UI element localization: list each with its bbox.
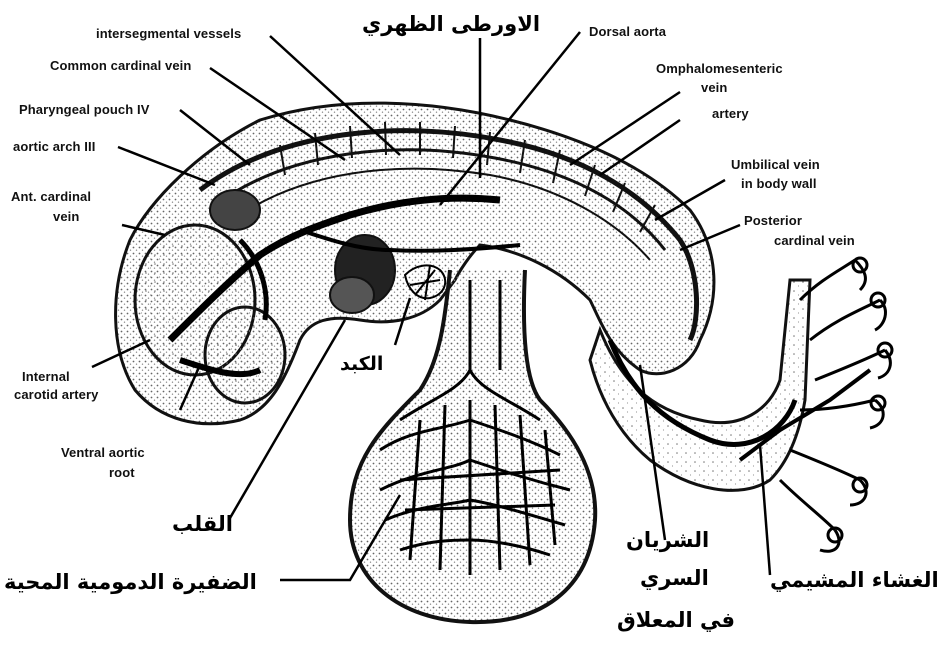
- arabic-umbilical-artery-1: الشريان: [626, 528, 709, 552]
- label-ventral-aortic-1: Ventral aortic: [61, 446, 145, 460]
- label-posterior-cardinal-1: Posterior: [744, 214, 802, 228]
- label-omphalomesenteric-2: vein: [701, 81, 727, 95]
- arabic-dorsal-aorta: الاورطى الظهري: [362, 12, 540, 36]
- arabic-umbilical-artery-2: السري: [640, 566, 709, 590]
- label-internal-carotid-1: Internal: [22, 370, 70, 384]
- label-ant-cardinal-vein-2: vein: [53, 210, 79, 224]
- arabic-vitelline-plexus: الضفيرة الدمومية المحية: [4, 570, 257, 594]
- label-ventral-aortic-2: root: [109, 466, 135, 480]
- label-artery: artery: [712, 107, 749, 121]
- label-ant-cardinal-vein-1: Ant. cardinal: [11, 190, 91, 204]
- arabic-liver: الكبد: [340, 352, 383, 376]
- label-umbilical-vein-1: Umbilical vein: [731, 158, 820, 172]
- arabic-umbilical-artery-3: في المعلاق: [617, 608, 735, 632]
- label-posterior-cardinal-2: cardinal vein: [774, 234, 855, 248]
- label-intersegmental-vessels: intersegmental vessels: [96, 27, 241, 41]
- label-umbilical-vein-2: in body wall: [741, 177, 817, 191]
- label-internal-carotid-2: carotid artery: [14, 388, 99, 402]
- arabic-heart: القلب: [172, 512, 233, 536]
- label-omphalomesenteric-1: Omphalomesenteric: [656, 62, 783, 76]
- arabic-chorion: الغشاء المشيمي: [770, 568, 939, 592]
- label-common-cardinal-vein: Common cardinal vein: [50, 59, 191, 73]
- label-aortic-arch: aortic arch III: [13, 140, 95, 154]
- label-pharyngeal-pouch: Pharyngeal pouch IV: [19, 103, 149, 117]
- label-dorsal-aorta: Dorsal aorta: [589, 25, 666, 39]
